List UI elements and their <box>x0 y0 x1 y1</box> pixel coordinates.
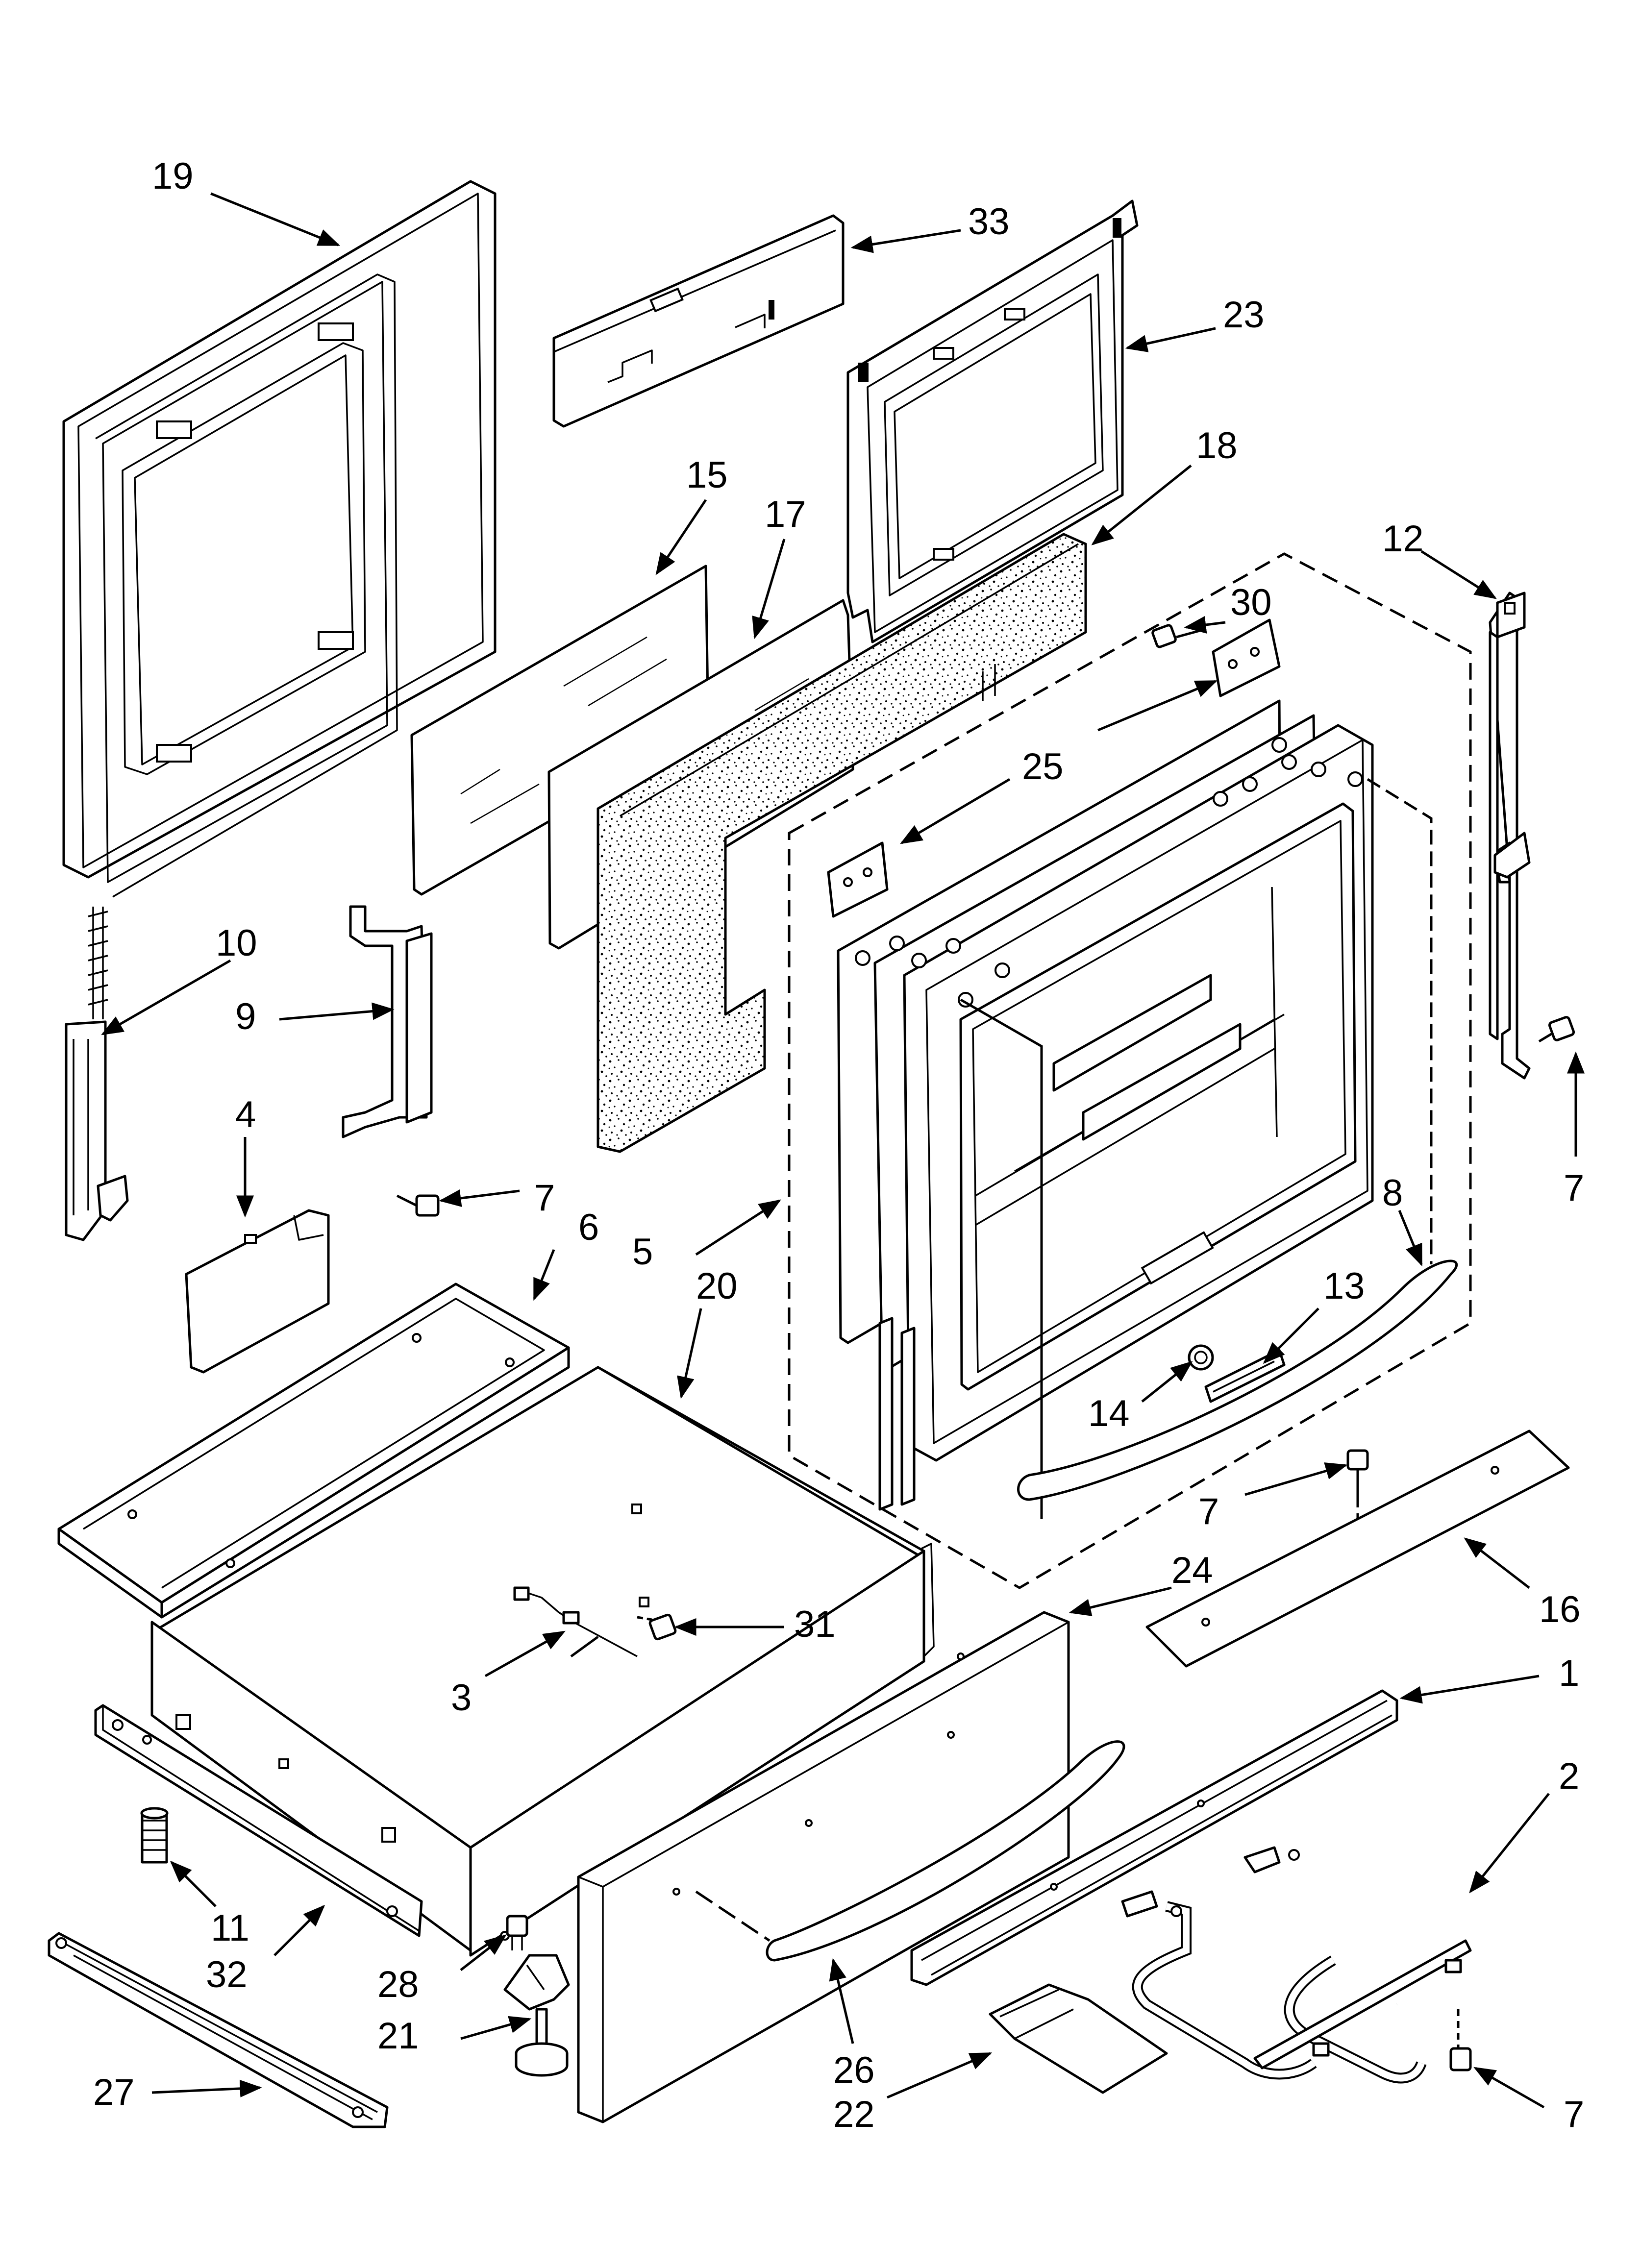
callout-11: 11 <box>211 1907 249 1949</box>
storage-tray <box>57 1282 570 1619</box>
callout-9: 9 <box>235 996 256 1037</box>
callout-18: 18 <box>1196 425 1238 467</box>
hinge-bracket <box>342 905 433 1138</box>
drawer-front-panel <box>577 1611 1070 2123</box>
callout-27: 27 <box>93 2071 135 2113</box>
callout-3: 3 <box>451 1677 472 1719</box>
door-top-trim <box>552 214 845 428</box>
callout-21: 21 <box>377 2015 419 2057</box>
foot-screw <box>506 1915 528 1950</box>
callout-30: 30 <box>1230 582 1272 623</box>
leader-arrows <box>101 192 1585 2109</box>
door-hinge <box>65 907 129 1241</box>
callout-23: 23 <box>1223 294 1265 336</box>
callout-33: 33 <box>968 201 1010 243</box>
bake-heating-element <box>1121 1814 1497 2084</box>
callout-7c: 7 <box>1198 1491 1219 1532</box>
drawer-sensor <box>513 1586 638 1658</box>
callout-16: 16 <box>1539 1589 1581 1630</box>
callout-12: 12 <box>1382 518 1424 560</box>
drawer-side-rail <box>94 1704 423 1937</box>
inner-door-frame <box>846 199 1139 643</box>
callout-5: 5 <box>632 1231 653 1273</box>
callout-22: 22 <box>833 2094 875 2135</box>
vent-trim <box>1145 1430 1570 1668</box>
callout-7b: 7 <box>1564 1167 1584 1209</box>
door-trim-rod <box>960 778 1433 1519</box>
callout-17: 17 <box>765 493 806 535</box>
element-screw <box>1449 2009 1472 2071</box>
hinge-bracket-screw <box>396 1194 440 1217</box>
callout-1: 1 <box>1559 1652 1579 1694</box>
door-knob <box>1188 1344 1214 1371</box>
callout-7a: 7 <box>534 1177 555 1219</box>
callout-10: 10 <box>216 922 257 964</box>
element-bracket <box>989 1983 1168 2094</box>
door-side-bracket <box>1489 592 1531 1080</box>
callout-25: 25 <box>1022 746 1064 788</box>
callout-labels: 19 33 23 18 15 17 12 30 25 10 9 4 7 7 6 … <box>93 155 1584 2135</box>
element-shield <box>910 1689 1398 1986</box>
drawer-body <box>150 1366 935 1957</box>
drawer-slide <box>48 1932 389 2128</box>
drawer-handle <box>695 1740 1125 1962</box>
callout-26: 26 <box>833 2049 875 2091</box>
callout-20: 20 <box>696 1265 738 1307</box>
callout-19: 19 <box>152 155 194 197</box>
callout-32: 32 <box>206 1954 248 1996</box>
hinge-screw <box>1151 624 1204 648</box>
callout-15: 15 <box>686 454 728 496</box>
callout-6: 6 <box>578 1207 599 1248</box>
callout-31: 31 <box>794 1603 836 1645</box>
door-handle-gasket <box>1017 1259 1458 1501</box>
door-inner-liner <box>837 699 1374 1511</box>
mounting-plate <box>185 1209 330 1374</box>
leveling-leg-assembly <box>503 1954 570 2077</box>
hinge-receptacle-left <box>827 841 889 918</box>
bracket-screw-right <box>1538 1016 1575 1043</box>
callout-24: 24 <box>1171 1550 1213 1591</box>
outer-door-panel <box>62 180 497 898</box>
callout-2: 2 <box>1559 1755 1579 1797</box>
sensor-screw <box>637 1613 677 1641</box>
callout-4: 4 <box>235 1094 256 1135</box>
leveling-foot <box>140 1807 169 1864</box>
door-insulation <box>597 533 1087 1153</box>
door-assembly-outline <box>788 552 1472 1589</box>
callout-28: 28 <box>377 1964 419 2005</box>
callout-13: 13 <box>1323 1265 1365 1307</box>
callout-14: 14 <box>1088 1393 1130 1434</box>
hinge-receptacle-right <box>1212 618 1281 697</box>
callout-7d: 7 <box>1564 2094 1584 2135</box>
callout-8: 8 <box>1382 1172 1403 1214</box>
